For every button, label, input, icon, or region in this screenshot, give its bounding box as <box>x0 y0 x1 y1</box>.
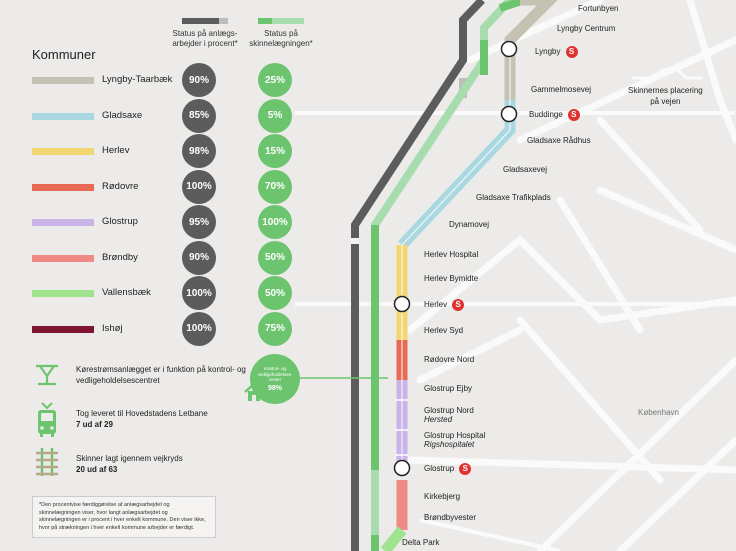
station-glostrup-marker <box>393 459 411 477</box>
station-gladsaxe-raadhus: Gladsaxe Rådhus <box>527 136 591 145</box>
station-lyngby: Lyngby S <box>535 46 578 58</box>
info-koerestroem: Kørestrømsanlægget er i funktion på kont… <box>76 365 246 385</box>
station-herlev-syd: Herlev Syd <box>424 326 464 335</box>
station-herlev: Herlev S <box>424 299 465 311</box>
control-center-value: 98% <box>267 384 282 392</box>
kommune-name: Lyngby-Taarbæk <box>102 74 173 85</box>
skinner-status-circle: 50% <box>258 240 292 275</box>
anlaeg-status-circle: 98% <box>182 134 216 168</box>
kommune-name: Ishøj <box>102 322 123 334</box>
station-glostrup-hospital-sub: Rigshospitalet <box>424 440 475 449</box>
kommune-name: Brøndby <box>102 251 138 263</box>
anlaeg-status-circle: 90% <box>182 63 216 97</box>
kommune-swatch <box>32 112 94 120</box>
info-skinner: Skinner lagt igennem vejkryds 20 ud af 6… <box>76 453 246 475</box>
station-fortunbyen: Fortunbyen <box>578 4 619 13</box>
kommune-name: Glostrup <box>102 216 138 227</box>
info-tog-label: Tog leveret til Hovedstadens Letbane <box>76 409 208 418</box>
station-herlev-label: Herlev <box>424 300 448 310</box>
kommune-swatch <box>32 325 94 333</box>
station-gladsaxe-trafikplads: Gladsaxe Trafikplads <box>476 193 551 202</box>
s-train-icon: S <box>459 463 472 475</box>
header-skinner-bar <box>258 18 304 24</box>
anlaeg-status-circle: 100% <box>182 311 216 346</box>
station-lyngby-marker <box>500 40 518 58</box>
info-tog-value: 7 ud af 29 <box>76 420 113 429</box>
header-anlaeg: Status på anlægs- arbejder i procent* <box>160 18 250 49</box>
kommune-swatch <box>32 183 94 191</box>
footnote: *Den procentvise færdiggørelse af anlægs… <box>32 496 216 538</box>
s-train-icon: S <box>567 109 580 121</box>
kommune-swatch <box>32 219 94 226</box>
kommune-swatch <box>32 148 94 155</box>
anlaeg-status-circle: 90% <box>182 240 216 275</box>
station-dynamovej: Dynamovej <box>449 220 490 229</box>
station-buddinge-marker <box>500 105 518 123</box>
skinner-status-circle: 100% <box>258 205 292 239</box>
kommune-name: Gladsaxe <box>102 109 143 121</box>
skinner-status-circle: 5% <box>258 98 292 133</box>
kommune-swatch <box>32 77 94 84</box>
s-train-icon: S <box>565 46 578 58</box>
anlaeg-status-circle: 85% <box>182 98 216 133</box>
catenary-icon <box>36 364 58 386</box>
info-tog: Tog leveret til Hovedstadens Letbane 7 u… <box>76 408 246 430</box>
kommune-swatch <box>32 254 94 262</box>
header-skinner: Status på skinnelægningen* <box>236 18 326 49</box>
station-lyngby-label: Lyngby <box>535 47 561 57</box>
kommune-swatch <box>32 290 94 297</box>
skinner-status-circle: 75% <box>258 311 292 346</box>
station-roedovre-nord: Rødovre Nord <box>424 355 475 364</box>
anlaeg-status-circle: 95% <box>182 205 216 239</box>
station-glostrup-hospital-label: Glostrup Hospital <box>424 431 486 440</box>
home-icon <box>244 382 264 401</box>
station-glostrup: Glostrup S <box>424 463 472 475</box>
skinner-status-circle: 15% <box>258 134 292 168</box>
kommuner-title: Kommuner <box>32 47 96 62</box>
station-gammelmosevej: Gammelmosevej <box>531 85 592 94</box>
rail-crossing-icon <box>36 448 58 476</box>
info-skinner-value: 20 ud af 63 <box>76 465 118 474</box>
city-label-koebenhavn: København <box>638 408 679 417</box>
station-broendbyvester: Brøndbyvester <box>424 513 477 522</box>
station-herlev-marker <box>393 295 411 313</box>
station-gladsaxevej: Gladsaxevej <box>503 165 548 174</box>
station-glostrup-nord-sub: Hersted <box>424 415 453 424</box>
station-delta-park: Delta Park <box>402 538 440 547</box>
station-glostrup-label: Glostrup <box>424 464 455 474</box>
skinner-placement-legend: Skinnernes placering på vejen <box>628 86 703 106</box>
station-buddinge: Buddinge S <box>529 109 580 121</box>
road-network <box>406 0 736 551</box>
kommune-name: Vallensbæk <box>102 287 151 298</box>
skinner-status-circle: 25% <box>258 63 292 97</box>
station-glostrup-nord-label: Glostrup Nord <box>424 406 474 415</box>
station-glostrup-ejby: Glostrup Ejby <box>424 384 473 393</box>
skinner-status-circle: 50% <box>258 276 292 310</box>
station-kirkebjerg: Kirkebjerg <box>424 492 461 501</box>
skinner-status-circle: 70% <box>258 169 292 204</box>
info-skinner-label: Skinner lagt igennem vejkryds <box>76 454 183 463</box>
control-center-text: Kontrol- og vedligeholdelses- center <box>257 366 293 382</box>
station-buddinge-label: Buddinge <box>529 110 563 120</box>
s-train-icon: S <box>452 299 465 311</box>
kommune-name: Rødovre <box>102 180 139 192</box>
header-anlaeg-text: Status på anlægs- arbejder i procent* <box>172 29 238 48</box>
anlaeg-status-circle: 100% <box>182 276 216 310</box>
anlaeg-status-circle: 100% <box>182 169 216 204</box>
header-anlaeg-bar <box>182 18 228 24</box>
tram-icon <box>38 402 56 437</box>
station-lyngby-centrum: Lyngby Centrum <box>557 24 616 33</box>
station-herlev-bymidte: Herlev Bymidte <box>424 274 479 283</box>
header-skinner-text: Status på skinnelægningen* <box>249 29 313 48</box>
kommune-name: Herlev <box>102 145 130 156</box>
station-herlev-hospital: Herlev Hospital <box>424 250 479 259</box>
